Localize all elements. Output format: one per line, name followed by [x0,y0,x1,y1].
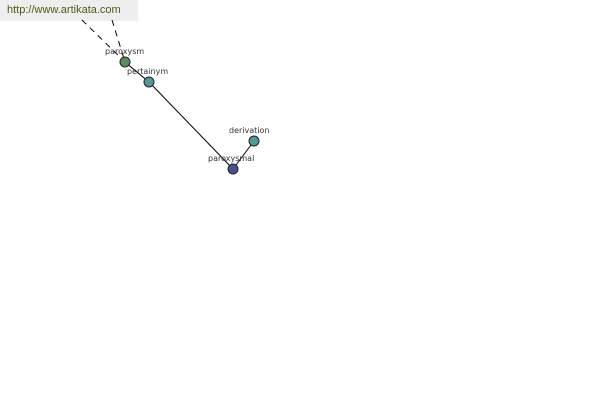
node-derivation-dot[interactable] [248,135,260,147]
node-paroxysmal-dot[interactable] [227,163,239,175]
node-derivation-label: derivation [229,126,269,135]
node-paroxysmal[interactable]: paroxysmal [208,154,254,175]
node-pertainym-dot[interactable] [143,76,155,88]
edge-paroxysmal-derivation [232,140,255,170]
node-paroxysm[interactable]: paroxysm [105,47,144,68]
watermark-url: http://www.artikata.com [0,0,138,21]
node-pertainym-label: pertainym [127,67,168,76]
node-paroxysm-dot[interactable] [119,56,131,68]
node-derivation[interactable]: derivation [229,126,269,147]
node-paroxysm-label: paroxysm [105,47,144,56]
node-paroxysmal-label: paroxysmal [208,154,254,163]
edge-pertainym-paroxysmal [148,81,234,170]
node-pertainym[interactable]: pertainym [127,67,168,88]
edge-offscreen-right [111,19,126,63]
